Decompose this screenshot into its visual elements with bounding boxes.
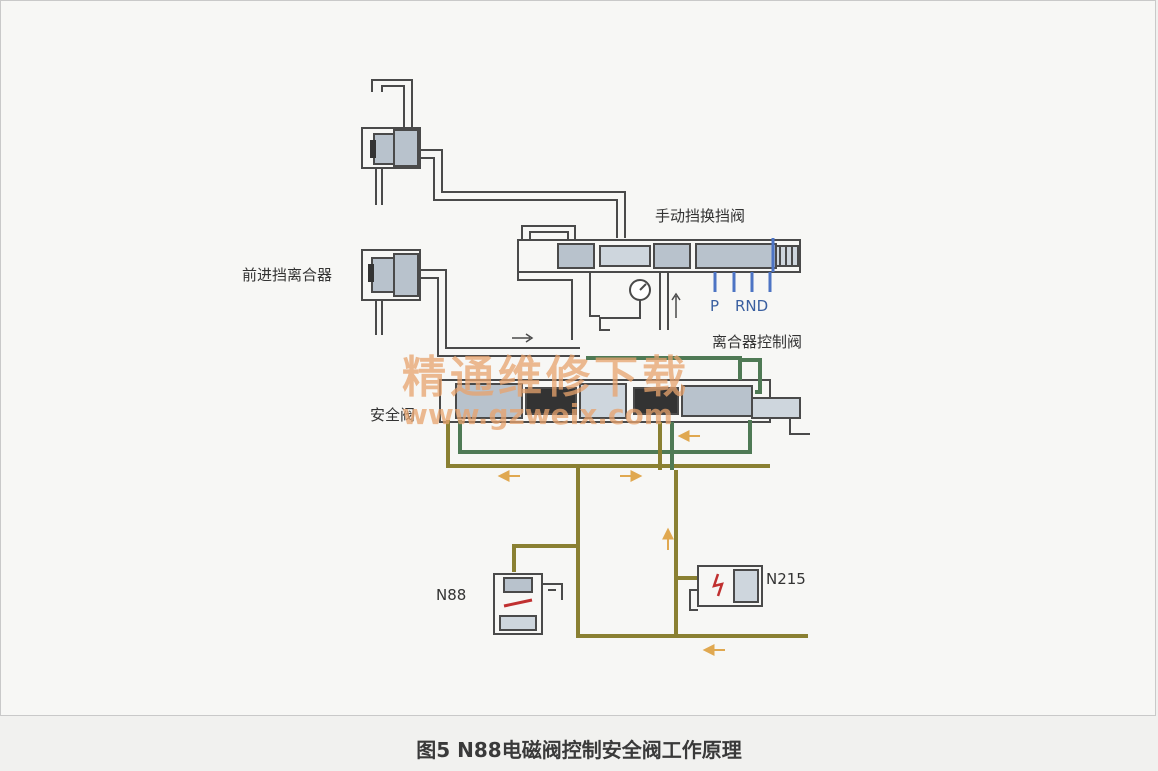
n88-label: N88 [436,586,466,604]
manual-shift-valve [517,225,801,340]
clutch-control-lines [446,356,770,470]
figure-caption: 图5 N88电磁阀控制安全阀工作原理 [416,738,742,762]
upper-clutch [361,79,421,205]
safety-valve [439,379,810,435]
n215-solenoid [689,565,763,611]
forward-clutch-label: 前进挡离合器 [242,266,332,284]
n88-solenoid [493,573,563,635]
forward-clutch [361,249,580,357]
manual-shift-valve-label: 手动挡换挡阀 [655,207,745,225]
safety-valve-label: 安全阀 [370,406,415,424]
manual-valve-arrow [671,292,681,318]
lower-lines [512,466,808,638]
p-label: P [710,297,719,315]
rnd-label: RND [735,297,768,315]
prnd-markers [713,238,775,292]
yellow-flow-arrows [497,430,725,656]
clutch-control-valve-label: 离合器控制阀 [712,333,802,351]
flow-arrow [512,333,534,343]
n215-label: N215 [766,570,806,588]
upper-pipe [420,149,626,238]
watermark-title: 精通维修下载 [402,352,690,403]
watermark-url: www.gzweix.com [402,398,673,431]
